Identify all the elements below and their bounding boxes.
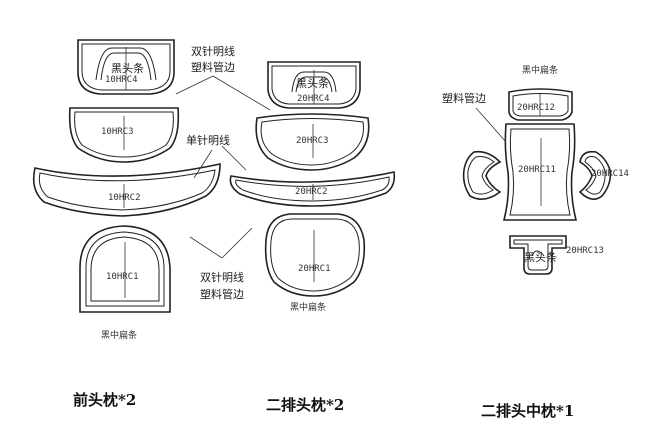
title-rear-headrest: 二排头枕*2 xyxy=(266,396,344,414)
piece-rear-strip: 20HRC2 xyxy=(229,171,396,207)
note-single-stitch: 单针明线 xyxy=(186,133,230,147)
piece-front-back: 10HRC3 xyxy=(68,107,180,163)
annotation-top-double-stitch: 双针明线 塑料管边 xyxy=(175,44,271,111)
code-rear-face: 20HRC1 xyxy=(298,264,331,274)
label-black-head-strip: 黑头条 xyxy=(111,61,144,75)
code-mid-top: 20HRC12 xyxy=(517,103,555,113)
note-double-stitch-bottom: 双针明线 xyxy=(200,270,244,284)
note-plastic-piping-top: 塑料管边 xyxy=(191,60,235,74)
piece-rear-face: 20HRC1 黑中扁条 xyxy=(264,213,366,313)
title-rear-middle-headrest: 二排头中枕*1 xyxy=(481,402,574,420)
annotation-mid-piping: 塑料管边 xyxy=(442,91,507,143)
note-plastic-piping-mid: 塑料管边 xyxy=(442,91,486,105)
label-mid-black-mid-flat-strip: 黑中扁条 xyxy=(522,64,558,76)
label-rear-black-mid-flat-strip: 黑中扁条 xyxy=(290,301,326,313)
code-front-strip: 10HRC2 xyxy=(108,193,141,203)
code-front-face: 10HRC1 xyxy=(106,272,139,282)
label-mid-black-head-strip: 黑头条 xyxy=(524,250,557,264)
code-front-back: 10HRC3 xyxy=(101,127,134,137)
code-rear-top: 20HRC4 xyxy=(297,94,330,104)
piece-mid-side-left xyxy=(462,150,502,200)
label-rear-black-head-strip: 黑头条 xyxy=(296,76,329,90)
code-rear-strip: 20HRC2 xyxy=(295,187,328,197)
code-rear-back: 20HRC3 xyxy=(296,136,329,146)
note-double-stitch-top: 双针明线 xyxy=(191,44,235,58)
annotation-single-stitch: 单针明线 xyxy=(186,133,247,179)
code-mid-bottom: 20HRC13 xyxy=(566,246,604,256)
piece-rear-top: 黑头条 20HRC4 xyxy=(267,61,361,109)
piece-front-top: 黑头条 10HRC4 xyxy=(77,39,175,95)
annotation-bottom-double-stitch: 双针明线 塑料管边 xyxy=(189,227,253,301)
code-mid-side: 20HRC14 xyxy=(591,169,629,179)
piece-rear-back: 20HRC3 xyxy=(255,113,370,171)
note-plastic-piping-bottom: 塑料管边 xyxy=(200,287,244,301)
code-mid-body: 20HRC11 xyxy=(518,165,556,175)
piece-mid-side-right: 20HRC14 xyxy=(578,150,629,200)
piece-mid-bottom: 黑头条 20HRC13 xyxy=(509,235,604,275)
piece-mid-body: 20HRC11 xyxy=(502,123,578,221)
code-front-top: 10HRC4 xyxy=(105,75,138,85)
piece-front-face: 10HRC1 黑中扁条 xyxy=(79,225,171,341)
piece-front-strip: 10HRC2 xyxy=(32,163,221,217)
label-front-black-mid-flat-strip: 黑中扁条 xyxy=(101,329,137,341)
piece-mid-top: 20HRC12 黑中扁条 xyxy=(508,64,573,121)
title-front-headrest: 前头枕*2 xyxy=(73,391,136,409)
